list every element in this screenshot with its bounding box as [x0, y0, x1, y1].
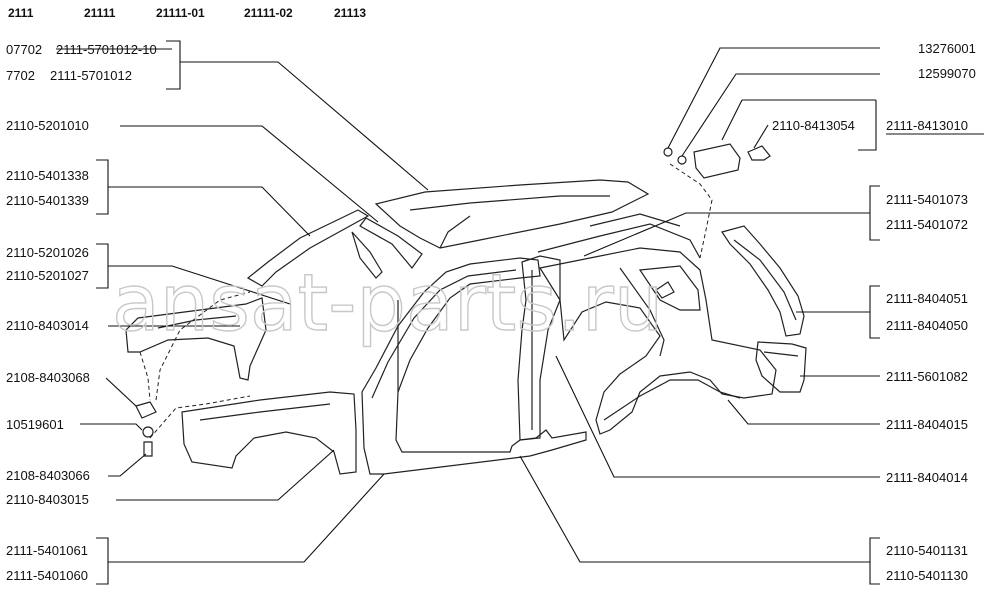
labels-right: 13276001 12599070 2110-8413054 2111-8413… — [772, 41, 984, 583]
label-2111-5401072: 2111-5401072 — [886, 217, 968, 232]
model-4: 21111-02 — [244, 6, 293, 20]
label-2111-8413010: 2111-8413010 — [886, 118, 968, 133]
model-header: 2111 21111 21111-01 21111-02 21113 — [8, 6, 366, 20]
label-2110-8413054: 2110-8413054 — [772, 118, 855, 133]
label-2110-8403015: 2110-8403015 — [6, 492, 89, 507]
label-13276001: 13276001 — [918, 41, 976, 56]
label-12599070: 12599070 — [918, 66, 976, 81]
model-3: 21111-01 — [156, 6, 205, 20]
label-2108-8403066: 2108-8403066 — [6, 468, 90, 483]
label-2111-5401061: 2111-5401061 — [6, 543, 88, 558]
leader-lines — [80, 40, 880, 585]
model-1: 2111 — [8, 6, 34, 20]
label-2110-8403014: 2110-8403014 — [6, 318, 89, 333]
label-2111-5401073: 2111-5401073 — [886, 192, 968, 207]
model-2: 21111 — [84, 6, 116, 20]
label-10519601: 10519601 — [6, 417, 64, 432]
label-2110-5201027: 2110-5201027 — [6, 268, 89, 283]
label-2111-5401060: 2111-5401060 — [6, 568, 88, 583]
label-2110-5201010: 2110-5201010 — [6, 118, 89, 133]
label-roof-new-number: 2111-5701012 — [50, 68, 132, 83]
labels-left: 07702 2111-5701012-10 7702 2111-5701012 … — [6, 42, 172, 583]
label-2110-5401130: 2110-5401130 — [886, 568, 968, 583]
watermark: ansat-parts.ru — [112, 259, 663, 349]
label-2110-5401131: 2110-5401131 — [886, 543, 968, 558]
model-5: 21113 — [334, 6, 366, 20]
label-roof-new-prefix: 7702 — [6, 68, 35, 83]
label-2111-8404014: 2111-8404014 — [886, 470, 968, 485]
label-2111-8404050: 2111-8404050 — [886, 318, 968, 333]
label-2111-5601082: 2111-5601082 — [886, 369, 968, 384]
label-2111-8404051: 2111-8404051 — [886, 291, 968, 306]
label-2110-5201026: 2110-5201026 — [6, 245, 89, 260]
label-2110-5401338: 2110-5401338 — [6, 168, 89, 183]
label-2111-8404015: 2111-8404015 — [886, 417, 968, 432]
label-2108-8403068: 2108-8403068 — [6, 370, 90, 385]
label-roof-old-prefix: 07702 — [6, 42, 42, 57]
body-side-drawing — [125, 143, 807, 475]
label-2110-5401339: 2110-5401339 — [6, 193, 89, 208]
